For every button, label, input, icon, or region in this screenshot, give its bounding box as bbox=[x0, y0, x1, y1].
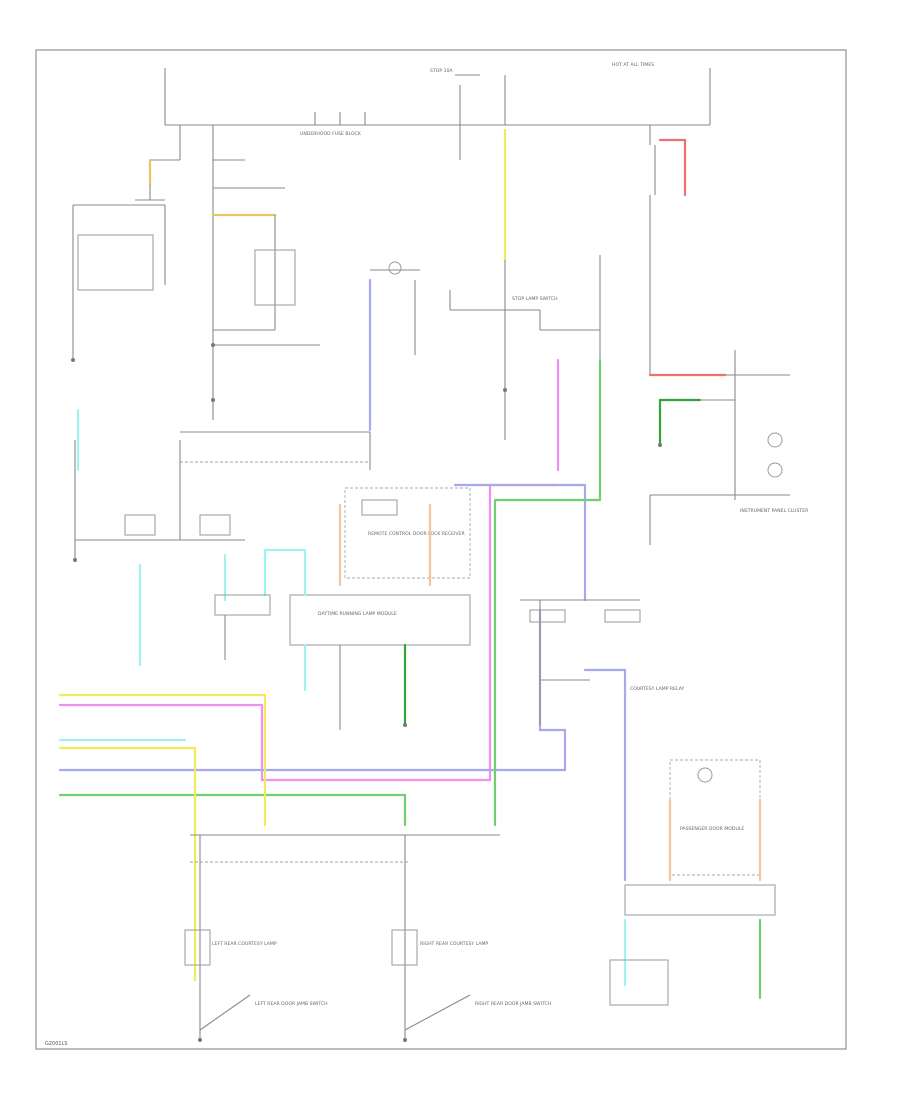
left-switch-column bbox=[73, 440, 271, 660]
cluster-label: INSTRUMENT PANEL CLUSTER bbox=[740, 508, 809, 514]
courtesy-relay-label: COURTESY LAMP RELAY bbox=[630, 686, 684, 692]
hot-feed bbox=[648, 125, 790, 500]
diagram-frame bbox=[35, 49, 847, 1050]
stop-fuse-label: STOP 10A bbox=[430, 68, 453, 74]
right-bulb-label: RIGHT REAR COURTESY LAMP bbox=[420, 941, 488, 947]
upper-left-circuits bbox=[71, 125, 320, 420]
stop-lamp-circuit: STOP 10A STOP LAMP SWITCH bbox=[430, 68, 601, 440]
left-switch-label: LEFT REAR DOOR JAMB SWITCH bbox=[255, 1001, 328, 1007]
power-bus: UNDERHOOD FUSE BLOCK HOT AT ALL TIMES bbox=[164, 62, 711, 137]
instrument-cluster: INSTRUMENT PANEL CLUSTER bbox=[649, 398, 809, 545]
page-id: G2001LS bbox=[45, 1041, 68, 1047]
left-harness-runs bbox=[58, 408, 307, 982]
center-circuits: REMOTE CONTROL DOOR LOCK RECEIVER DAYTIM… bbox=[180, 261, 471, 730]
daytime-module bbox=[289, 594, 471, 646]
courtesy-relay: COURTESY LAMP RELAY bbox=[520, 599, 684, 725]
daytime-label: DAYTIME RUNNING LAMP MODULE bbox=[318, 611, 397, 617]
passenger-door-module: PASSENGER DOOR MODULE bbox=[609, 759, 776, 1006]
fuse-block-label: UNDERHOOD FUSE BLOCK bbox=[300, 131, 362, 137]
receiver-label: REMOTE CONTROL DOOR LOCK RECEIVER bbox=[368, 531, 465, 537]
rear-courtesy-lamps: LEFT REAR COURTESY LAMP RIGHT REAR COURT… bbox=[184, 834, 551, 1042]
right-switch-label: RIGHT REAR DOOR JAMB SWITCH bbox=[475, 1001, 551, 1007]
passenger-label: PASSENGER DOOR MODULE bbox=[680, 826, 744, 832]
left-module-box bbox=[77, 234, 154, 291]
receiver-box bbox=[344, 487, 471, 579]
hot-all-times-label: HOT AT ALL TIMES bbox=[612, 62, 654, 68]
left-bulb-label: LEFT REAR COURTESY LAMP bbox=[212, 941, 277, 947]
brake-switch-label: STOP LAMP SWITCH bbox=[512, 296, 558, 302]
center-left-relay bbox=[254, 249, 296, 306]
